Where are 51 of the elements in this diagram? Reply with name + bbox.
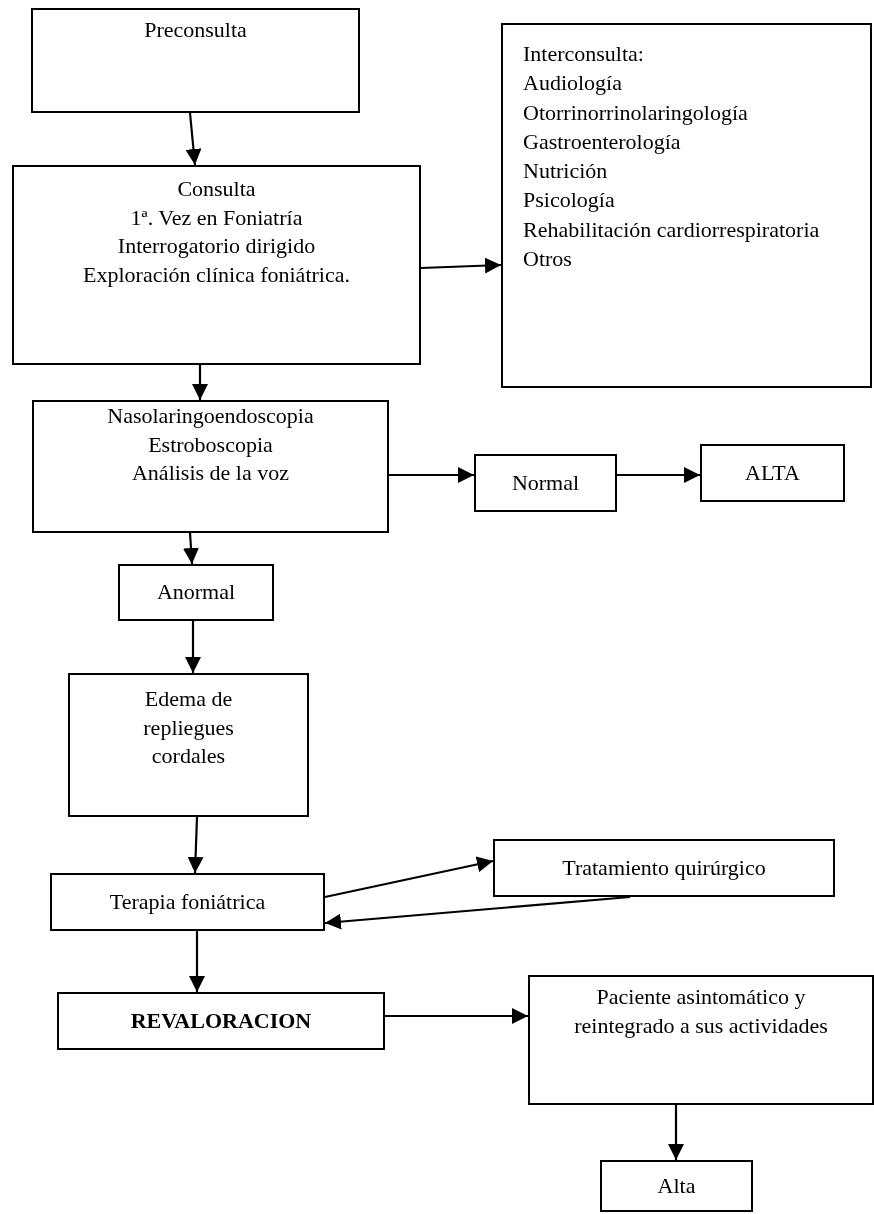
box-text: Gastroenterología xyxy=(523,127,681,156)
box-text: Otros xyxy=(523,244,572,273)
box-text: Terapia foniátrica xyxy=(109,887,266,916)
box-text: Interconsulta: xyxy=(523,40,644,68)
arrow xyxy=(617,467,700,483)
box-text: ALTA xyxy=(745,458,800,487)
arrow xyxy=(668,1105,684,1160)
box-text: Psicología xyxy=(523,186,615,215)
process-box xyxy=(57,992,385,1050)
arrow xyxy=(187,816,204,874)
box-text: Nutrición xyxy=(523,157,608,185)
box-text: Nasolaringoendoscopia xyxy=(107,402,314,430)
process-box xyxy=(31,8,360,113)
box-text: Edema de repliegues cordales xyxy=(142,685,235,771)
arrow xyxy=(189,931,205,992)
box-text: Tratamiento quirúrgico xyxy=(562,853,766,882)
process-box xyxy=(600,1160,753,1212)
box-text: Análisis de la voz xyxy=(132,459,289,488)
arrow xyxy=(389,467,474,483)
box-text: 1ª. Vez en Foniatría xyxy=(130,203,303,232)
arrow xyxy=(192,365,208,400)
box-text: Rehabilitación cardiorrespiratoria xyxy=(523,215,820,244)
box-text: Audiología xyxy=(523,69,622,98)
process-box xyxy=(118,564,274,621)
process-box xyxy=(493,839,835,897)
box-text: Interrogatorio dirigido xyxy=(117,232,316,261)
process-box xyxy=(528,975,874,1105)
box-text: Consulta xyxy=(177,175,256,203)
box-text: Paciente asintomático y reintegrado a sus actividades xyxy=(573,983,829,1040)
box-text: Alta xyxy=(657,1171,696,1200)
process-box xyxy=(501,23,872,388)
box-text: Normal xyxy=(511,468,580,497)
process-box xyxy=(12,165,421,365)
arrow xyxy=(385,1008,528,1024)
process-box xyxy=(50,873,325,931)
box-text: REVALORACION xyxy=(130,1006,312,1035)
arrow xyxy=(183,532,199,565)
arrow xyxy=(324,895,631,930)
process-box xyxy=(68,673,309,817)
process-box xyxy=(474,454,617,512)
arrow xyxy=(185,112,202,166)
box-text: Otorrinorrinolaringología xyxy=(523,98,748,127)
box-text: Preconsulta xyxy=(144,16,247,44)
process-box xyxy=(700,444,845,502)
arrow xyxy=(185,621,201,673)
process-box xyxy=(32,400,389,533)
box-text: Anormal xyxy=(156,578,236,607)
arrow xyxy=(324,856,494,899)
box-text: Exploración clínica foniátrica. xyxy=(83,260,350,289)
box-text: Estroboscopia xyxy=(148,430,273,459)
arrow xyxy=(420,257,502,274)
